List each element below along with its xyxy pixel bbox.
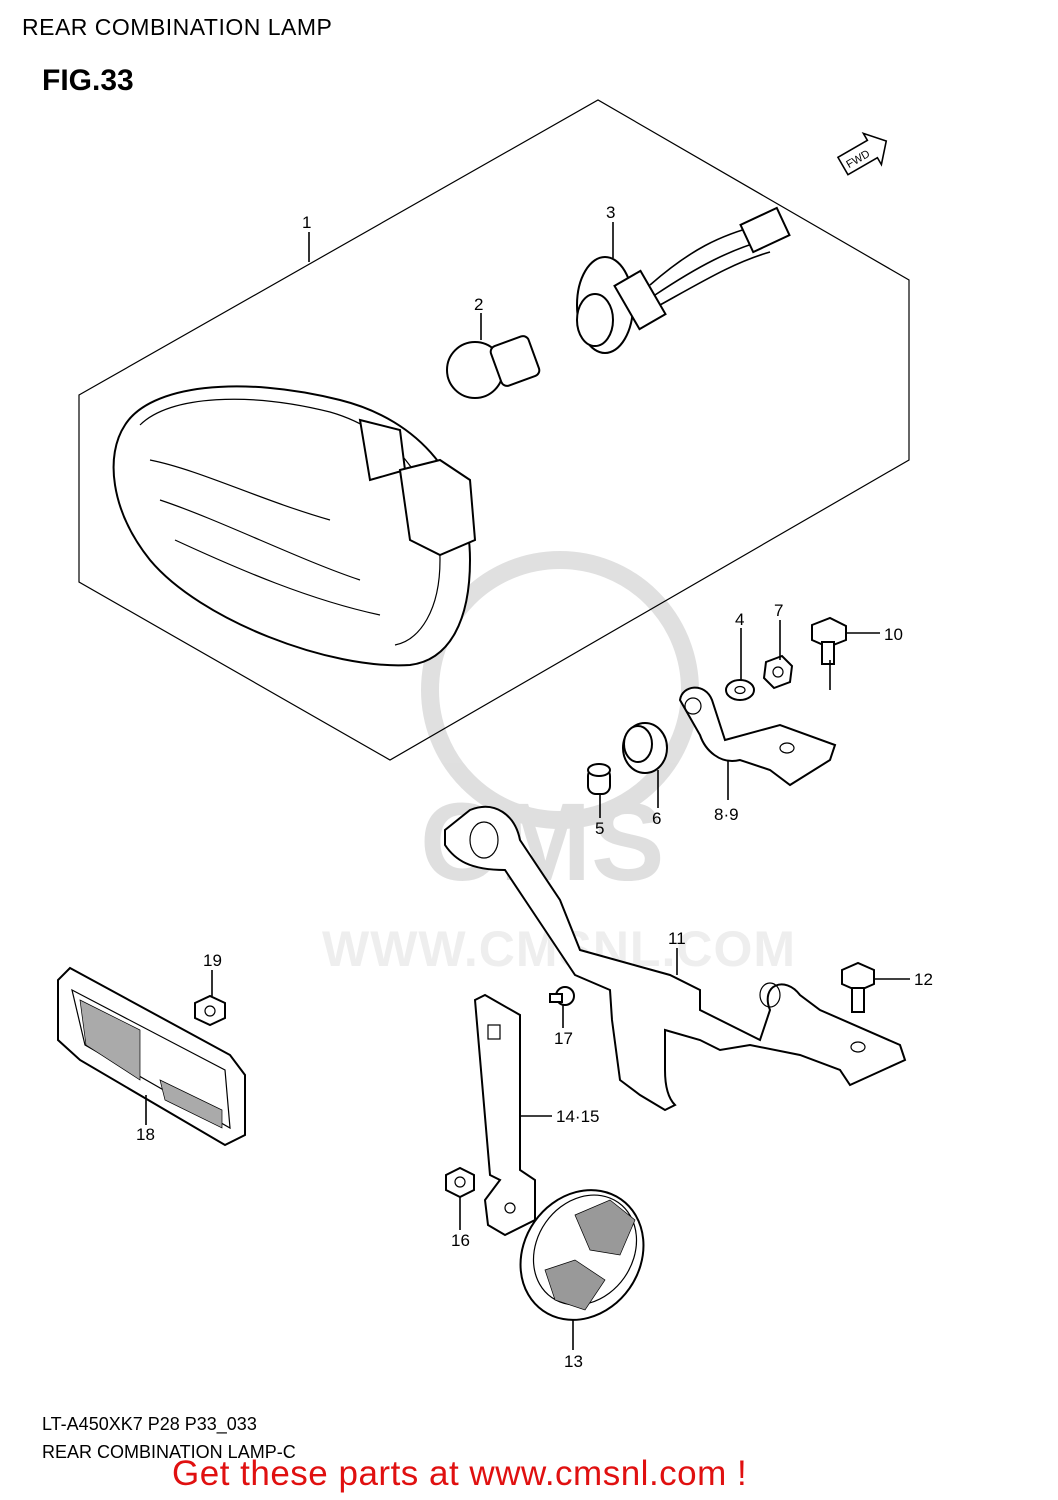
nut-part (762, 654, 794, 690)
callout-14-15: 14·15 (556, 1107, 599, 1126)
callout-19: 19 (203, 951, 222, 970)
round-reflector-part (519, 1189, 645, 1321)
tail-lamp-housing (112, 385, 477, 667)
callout-18: 18 (136, 1125, 155, 1144)
callout-labels: 1 2 3 4 7 10 8·9 5 6 11 12 17 14·15 16 1… (136, 203, 933, 1371)
figure-number: FIG.33 (42, 64, 134, 97)
rect-reflector-part (57, 966, 246, 1147)
lamp-assembly-boundary (78, 99, 910, 761)
promo-link[interactable]: Get these parts at www.cmsnl.com ! (172, 1454, 748, 1493)
callout-4: 4 (735, 610, 744, 629)
callout-3: 3 (606, 203, 615, 222)
bulb-part (446, 335, 541, 399)
leader-lines (145, 222, 910, 1350)
reflector-stay-part (473, 993, 536, 1237)
nut-part (445, 1166, 475, 1199)
callout-16: 16 (451, 1231, 470, 1250)
figure-name: REAR COMBINATION LAMP-C (42, 1442, 296, 1462)
callout-17: 17 (554, 1029, 573, 1048)
callout-10: 10 (884, 625, 903, 644)
callout-13: 13 (564, 1352, 583, 1371)
callout-11: 11 (668, 929, 686, 948)
callout-5: 5 (595, 819, 604, 838)
main-bracket-part (444, 805, 907, 1112)
nut-part (194, 994, 226, 1027)
lamp-bracket-part (678, 686, 837, 787)
forward-direction-arrow-icon: FWD (836, 131, 888, 176)
socket-part (576, 206, 791, 354)
screw-part (549, 986, 575, 1006)
callout-12: 12 (914, 970, 933, 989)
washer-part (725, 679, 755, 701)
model-code: LT-A450XK7 P28 P33_033 (42, 1414, 257, 1434)
bolt-part (841, 961, 875, 1013)
callout-6: 6 (652, 809, 661, 828)
page-title: REAR COMBINATION LAMP (22, 14, 333, 40)
collar-part (587, 763, 611, 795)
bolt-part (811, 616, 847, 665)
callout-8-9: 8·9 (714, 805, 739, 824)
callout-1: 1 (302, 213, 311, 232)
grommet-part (622, 722, 668, 774)
callout-7: 7 (774, 601, 783, 620)
callout-2: 2 (474, 295, 483, 314)
